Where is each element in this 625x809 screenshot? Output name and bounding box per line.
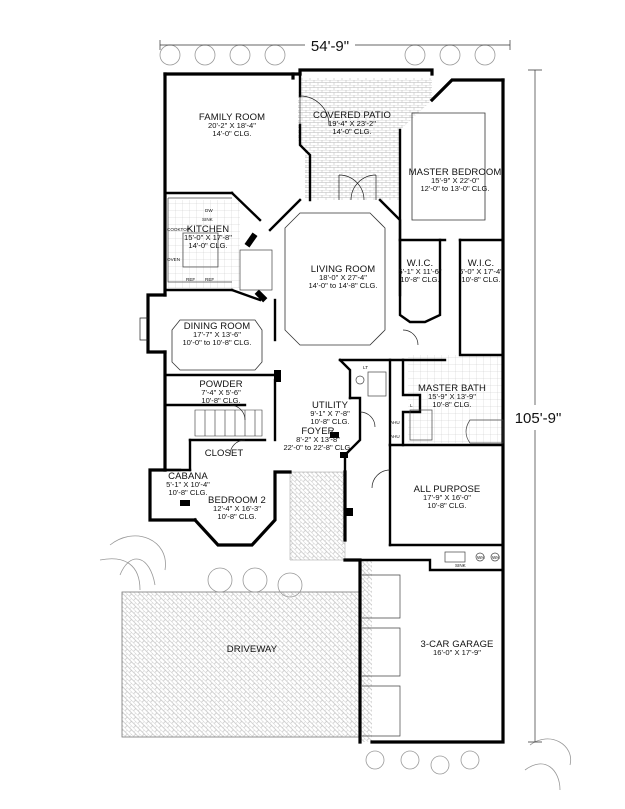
- closet-name: CLOSET: [205, 448, 244, 459]
- master-bath-clg: 10'-8" CLG.: [432, 400, 471, 409]
- oven-label: OVEN: [167, 257, 180, 262]
- wic-right-size: 6'-0" X 17'-4": [459, 267, 503, 276]
- cooktop-label: COOKTOP: [167, 227, 190, 232]
- garage-size: 16'-0" X 17'-9": [433, 648, 481, 657]
- ahu-label-2: AHU: [390, 434, 400, 439]
- ref-label-2: REF: [205, 277, 214, 282]
- garage-name: 3-CAR GARAGE: [421, 639, 494, 650]
- dining-room-name: DINING ROOM: [184, 321, 251, 332]
- overall-width-label: 54'-9": [311, 38, 349, 55]
- walkway-paving: [289, 471, 346, 561]
- all-purpose-name: ALL PURPOSE: [414, 484, 481, 495]
- wic-left-size: 5'-1" X 11'-6": [398, 267, 441, 276]
- stairs: [194, 409, 263, 437]
- garage-fixtures: [362, 551, 500, 737]
- ahu-label-1: AHU: [390, 420, 400, 425]
- wic-right-name: W.I.C.: [468, 258, 494, 269]
- patio-paving: [298, 78, 432, 200]
- powder-clg: 10'-8" CLG.: [201, 396, 240, 405]
- covered-patio-clg: 14'-0" CLG.: [332, 127, 371, 136]
- room-labels: FAMILY ROOM 20'-2" X 18'-4" 14'-0" CLG. …: [166, 110, 503, 657]
- driveway-name: DRIVEWAY: [227, 644, 278, 655]
- master-bath-name: MASTER BATH: [418, 383, 486, 394]
- family-room-size: 20'-2" X 18'-4": [208, 121, 256, 130]
- foyer-size: 8'-2" X 13'-8": [296, 435, 340, 444]
- kitchen-tile: [168, 200, 240, 288]
- kitchen-name: KITCHEN: [187, 224, 229, 235]
- family-room-clg: 14'-0" CLG.: [212, 129, 251, 138]
- wall-piers: [180, 232, 353, 516]
- l-label: L: [410, 403, 413, 408]
- exterior-walls: [146, 68, 505, 744]
- master-bedroom-size: 15'-9" X 22'-0": [431, 176, 479, 185]
- living-room-clg: 14'-0" to 14'-8" CLG.: [308, 281, 377, 290]
- tray-ceilings: [171, 112, 486, 371]
- driveway-paving: [121, 591, 361, 738]
- living-room-size: 18'-0" X 27'-4": [319, 273, 367, 282]
- cabana-clg: 10'-8" CLG.: [168, 488, 207, 497]
- bedroom-2-clg: 10'-8" CLG.: [217, 512, 256, 521]
- bath-tile: [408, 355, 503, 443]
- foyer-name: FOYER: [301, 426, 334, 437]
- dining-room-clg: 10'-0" to 10'-8" CLG.: [182, 338, 251, 347]
- interior-walls: [163, 72, 505, 572]
- master-bath-size: 15'-9" X 13'-9": [428, 392, 476, 401]
- master-bedroom-name: MASTER BEDROOM: [409, 167, 502, 178]
- dining-room-size: 17'-7" X 13'-6": [193, 330, 241, 339]
- wic-right-clg: 10'-8" CLG.: [461, 275, 500, 284]
- cabana-size: 5'-1" X 10'-4": [166, 480, 210, 489]
- utility-clg: 10'-8" CLG.: [310, 417, 349, 426]
- lt-label: LT: [363, 365, 368, 370]
- wic-left-name: W.I.C.: [407, 258, 433, 269]
- garage-apron: [360, 560, 372, 742]
- family-room-name: FAMILY ROOM: [199, 112, 265, 123]
- kitchen-size: 15'-0" X 17'-8": [184, 233, 232, 242]
- wh-label-1: WH: [477, 555, 485, 560]
- dishwasher-label: DW: [205, 208, 213, 213]
- powder-size: 7'-4" X 5'-6": [201, 388, 241, 397]
- all-purpose-clg: 10'-8" CLG.: [427, 501, 466, 510]
- wic-left-clg: 10'-8" CLG.: [400, 275, 439, 284]
- kitchen-clg: 14'-0" CLG.: [188, 241, 227, 250]
- foyer-clg: 22'-0" to 22'-8" CLG.: [283, 443, 352, 452]
- garage-sink-label: SINK: [455, 563, 467, 568]
- dimension-lines: [159, 40, 542, 743]
- master-bedroom-clg: 12'-0" to 13'-0" CLG.: [420, 184, 489, 193]
- utility-size: 9'-1" X 7'-8": [310, 409, 350, 418]
- wh-label-2: WH: [492, 555, 500, 560]
- living-room-name: LIVING ROOM: [311, 264, 375, 275]
- covered-patio-size: 19'-4" X 23'-2": [328, 119, 376, 128]
- bedroom-2-name: BEDROOM 2: [208, 495, 266, 506]
- bedroom-2-size: 12'-4" X 16'-3": [213, 504, 261, 513]
- covered-patio-name: COVERED PATIO: [313, 110, 391, 121]
- powder-name: POWDER: [199, 379, 242, 390]
- kitchen-counters: [167, 197, 273, 291]
- cabana-name: CABANA: [168, 471, 208, 482]
- sink-label: SINK: [202, 217, 214, 222]
- all-purpose-size: 17'-9" X 16'-0": [423, 493, 471, 502]
- utility-name: UTILITY: [312, 400, 349, 411]
- overall-depth-label: 105'-9": [515, 410, 562, 427]
- bath-fixtures: [355, 371, 504, 444]
- ref-label-1: REF: [186, 277, 195, 282]
